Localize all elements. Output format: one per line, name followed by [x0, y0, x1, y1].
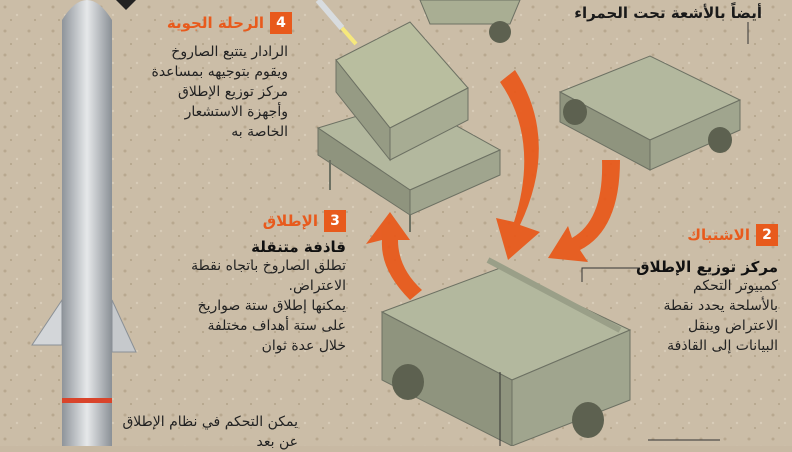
stage3-line: الاعتراض. [288, 278, 346, 294]
stage3-heading: 3 الإطلاق [263, 210, 346, 232]
stage2-title: الاشتباك [687, 226, 750, 244]
top-marker [116, 0, 136, 10]
stage3-number: 3 [324, 210, 346, 232]
top-caption: أيضاً بالأشعة تحت الحمراء [574, 4, 762, 22]
radar-vehicle [419, 0, 521, 43]
stage4-line: الخاصة به [231, 124, 288, 140]
stage3-line: خلال عدة ثوان [261, 338, 346, 354]
stage3-title: الإطلاق [262, 212, 318, 230]
stage3-line: تطلق الصاروخ باتجاه نقطة [191, 258, 346, 274]
launch-control-truck [380, 257, 632, 446]
stage4-line: الرادار يتتبع الصاروخ [171, 44, 288, 60]
sensor-truck [558, 55, 742, 171]
stage4-line: مركز توزيع الإطلاق [178, 84, 288, 100]
stage2-description: مركز توزيع الإطلاق كمبيوتر التحكم بالأسل… [618, 258, 778, 356]
remote-control-note: يمكن التحكم في نظام الإطلاق عن بعد [78, 412, 298, 452]
stage4-description: الرادار يتتبع الصاروخ ويقوم بتوجيهه بمسا… [108, 42, 288, 142]
arrow-up-left [366, 212, 422, 300]
stage2-line: الاعتراض وينقل [687, 318, 778, 334]
flow-arrows [366, 70, 620, 300]
stage4-line: وأجهزة الاستشعار [184, 104, 288, 120]
stage2-heading: 2 الاشتباك [687, 224, 778, 246]
remote-control-line: يمكن التحكم في نظام الإطلاق [122, 414, 298, 430]
arrow-down-center [496, 70, 540, 260]
stage2-line: البيانات إلى القاذفة [667, 338, 778, 354]
arrow-down-right [548, 160, 620, 262]
stage4-title: الرحلة الجوية [166, 14, 264, 32]
stage4-line: ويقوم بتوجيهه بمساعدة [151, 64, 288, 80]
stage4-heading: 4 الرحلة الجوية [167, 12, 292, 34]
stage3-line: يمكنها إطلاق ستة صواريخ [197, 298, 346, 314]
leader-line-control [581, 267, 640, 282]
missile-illustration [31, 0, 137, 446]
stage3-description: قاذفة متنقلة تطلق الصاروخ باتجاه نقطة ال… [126, 238, 346, 356]
stage2-number: 2 [756, 224, 778, 246]
stage2-line: بالأسلحة يحدد نقطة [663, 298, 778, 314]
stage2-subtitle: مركز توزيع الإطلاق [636, 258, 778, 276]
launcher-vehicle [316, 21, 502, 232]
remote-control-line: عن بعد [256, 434, 298, 450]
flying-missile [315, 0, 358, 46]
stage4-number: 4 [270, 12, 292, 34]
stage3-line: على ستة أهداف مختلفة [207, 318, 346, 334]
stage2-line: كمبيوتر التحكم [693, 278, 778, 294]
stage3-subtitle: قاذفة متنقلة [251, 238, 346, 256]
